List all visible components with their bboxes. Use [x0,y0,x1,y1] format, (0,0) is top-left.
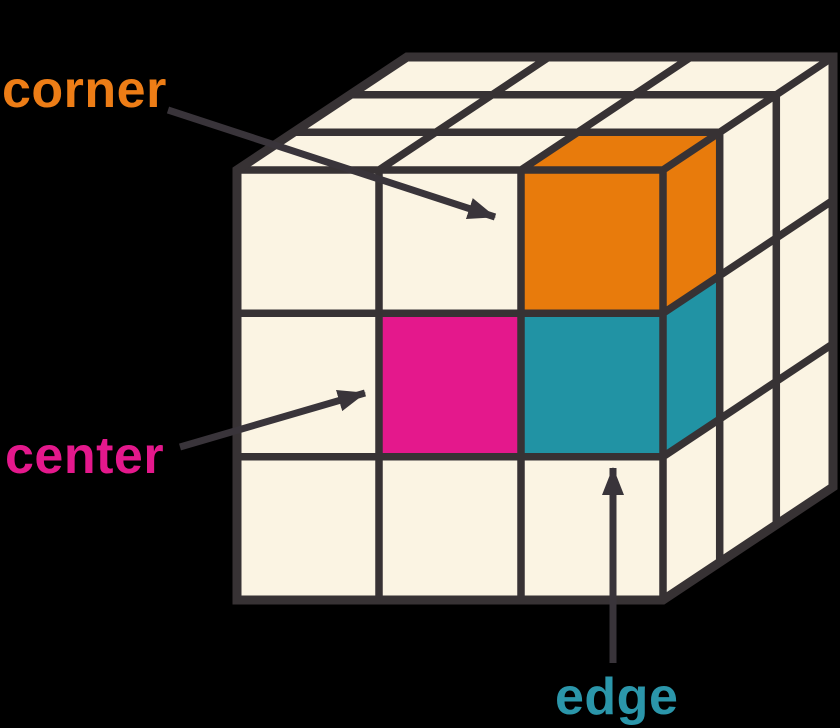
corner-arrow [166,106,497,221]
corner-piece-side [663,132,720,314]
edge-piece-front [521,313,663,457]
center-label: center [5,427,164,485]
corner-piece-top [521,132,720,170]
edge-label: edge [555,668,678,726]
corner-piece-front [521,170,663,314]
edge-piece-side [663,275,720,457]
center-piece [379,313,521,457]
cube-grid-lines [237,53,836,600]
center-arrow [179,389,366,451]
corner-label: corner [2,61,167,119]
cube-outline [232,52,838,605]
